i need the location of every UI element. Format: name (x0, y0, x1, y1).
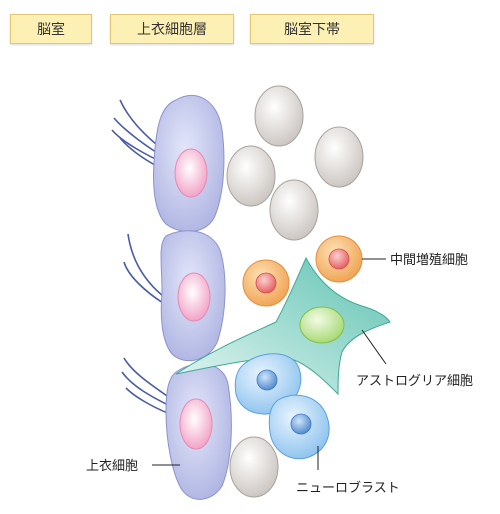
gray-cell (254, 85, 304, 147)
intermediate-cell-right (315, 235, 363, 283)
gray-cell (269, 179, 319, 241)
label-ependymal-cell: 上衣細胞 (86, 458, 138, 474)
leader-astroglia (361, 329, 387, 365)
cilia-middle (123, 233, 164, 304)
intermediate-cell-left (242, 259, 290, 307)
cilia-bottom (121, 357, 171, 415)
ependymal-cell-middle (160, 230, 226, 362)
label-neuroblast: ニューロブラスト (296, 480, 400, 496)
header-subventricular-zone: 脳室下帯 (250, 14, 374, 44)
ependymal-cell-top (153, 94, 225, 232)
neuroblast-lower (268, 394, 330, 460)
gray-cell (226, 145, 276, 207)
gray-cell (314, 126, 364, 188)
label-intermediate-progenitor: 中間増殖細胞 (390, 252, 468, 268)
ependymal-cell-bottom (165, 363, 232, 500)
header-ventricle: 脳室 (10, 14, 92, 44)
astroglia-cell (175, 256, 391, 396)
gray-cell (229, 436, 279, 498)
header-ependymal-layer: 上衣細胞層 (110, 14, 234, 44)
label-astroglia: アストログリア細胞 (356, 374, 473, 389)
